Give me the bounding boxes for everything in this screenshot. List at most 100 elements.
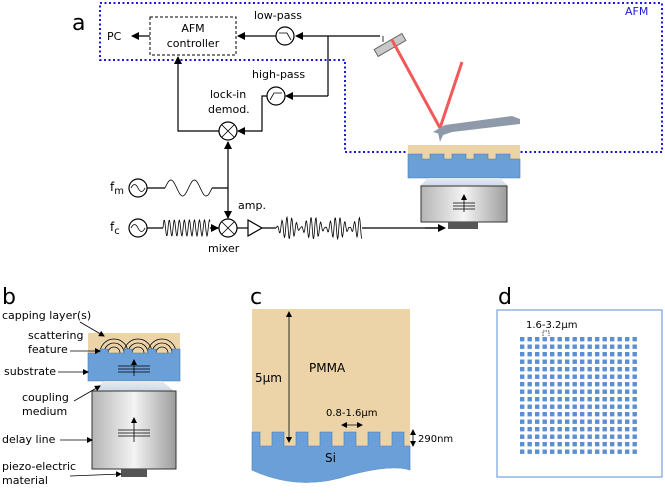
scatterer-dot <box>625 352 630 357</box>
scatterer-dot <box>527 397 532 402</box>
panel-a: a AFM AFM controller PC low-pass high-pa… <box>72 2 663 255</box>
scatterer-dot <box>602 434 607 439</box>
scatterer-dot <box>602 359 607 364</box>
scatterer-dot <box>542 352 547 357</box>
scatterer-dot <box>595 397 600 402</box>
scatterer-dot <box>602 389 607 394</box>
scatterer-dot <box>520 412 525 417</box>
scatterer-dot <box>535 337 540 342</box>
scatterer-dot <box>625 374 630 379</box>
scatterer-dot <box>565 404 570 409</box>
panel-c: c 5μm PMMA 0.8-1.6μm 290nm Si <box>250 285 453 483</box>
scatterer-dot <box>602 449 607 454</box>
high-pass-curve <box>269 92 282 101</box>
scatterer-dot <box>617 374 622 379</box>
piezo-element <box>448 222 478 229</box>
coupling-label-2: medium <box>22 405 67 418</box>
scatterer-dot <box>610 419 615 424</box>
scatterer-dot <box>520 374 525 379</box>
scatterer-dot <box>557 419 562 424</box>
scatterer-dot <box>617 412 622 417</box>
amplifier-icon <box>247 218 264 238</box>
scatterer-dot <box>550 442 555 447</box>
scatterer-dot <box>527 367 532 372</box>
cantilever <box>433 116 520 135</box>
scatterer-dot <box>535 404 540 409</box>
scatterer-dot <box>580 374 585 379</box>
scatterer-dot <box>580 337 585 342</box>
scatterer-dot <box>625 427 630 432</box>
scatterer-dot <box>542 404 547 409</box>
scatterer-dot <box>632 449 637 454</box>
scatterer-dot <box>542 397 547 402</box>
scatterer-dot <box>550 419 555 424</box>
scatterer-dot <box>617 337 622 342</box>
scatterer-dot <box>565 434 570 439</box>
scatterer-dot <box>550 344 555 349</box>
scatterer-dot <box>557 449 562 454</box>
scatterer-dot <box>625 367 630 372</box>
sample-substrate <box>407 153 521 179</box>
scatterer-dot <box>617 389 622 394</box>
scatterer-dot <box>557 412 562 417</box>
afm-controller-box <box>149 16 237 56</box>
fc-label: fc <box>110 220 120 237</box>
scatterer-dot <box>587 412 592 417</box>
scatterer-dot <box>557 367 562 372</box>
scatterer-dot <box>527 359 532 364</box>
scatterer-dot <box>617 434 622 439</box>
scatterer-dot <box>550 367 555 372</box>
scatterer-dot <box>572 344 577 349</box>
scatterer-dot <box>625 337 630 342</box>
scatterer-dot <box>527 352 532 357</box>
scatterer-dot <box>572 434 577 439</box>
scatterer-dot <box>565 442 570 447</box>
scatterer-dot <box>565 382 570 387</box>
scatterer-dot <box>527 389 532 394</box>
scatterer-dot <box>565 412 570 417</box>
scatterer-dot <box>520 344 525 349</box>
scatterer-dot <box>602 382 607 387</box>
pmma-layer <box>252 309 410 446</box>
scatterer-dot <box>617 352 622 357</box>
scattering-label-1: scattering <box>28 329 83 342</box>
scatterer-dot <box>587 344 592 349</box>
scatterer-dot <box>520 359 525 364</box>
scatterer-dot <box>602 427 607 432</box>
panel-b-letter: b <box>2 285 16 310</box>
pmma-label: PMMA <box>309 361 346 375</box>
scatterer-dot <box>625 344 630 349</box>
scatterer-dot <box>587 359 592 364</box>
scatterer-dot <box>580 382 585 387</box>
scatterer-dot <box>610 397 615 402</box>
scatterer-dot <box>550 449 555 454</box>
scatterer-dot <box>542 412 547 417</box>
scatterer-dot <box>572 412 577 417</box>
scatterer-dot <box>580 389 585 394</box>
scatterer-dot <box>557 434 562 439</box>
pitch-label: 0.8-1.6μm <box>326 408 378 419</box>
scatterer-dot <box>617 419 622 424</box>
scatterer-dot <box>542 427 547 432</box>
scatterer-dot <box>602 374 607 379</box>
scatterer-dot <box>527 382 532 387</box>
scatterer-dot <box>595 374 600 379</box>
spacing-bracket <box>542 330 550 336</box>
scatterer-dot <box>632 397 637 402</box>
scatterer-dot <box>625 382 630 387</box>
scatterer-dot <box>632 374 637 379</box>
scatterer-dot <box>580 449 585 454</box>
scatterer-dot <box>572 404 577 409</box>
scatterer-dot <box>595 434 600 439</box>
scatterer-dot <box>572 367 577 372</box>
scatterer-dot <box>602 367 607 372</box>
scatterer-dot <box>602 337 607 342</box>
scatterer-dot <box>572 419 577 424</box>
scatterer-dot <box>580 352 585 357</box>
scatterer-dot <box>535 419 540 424</box>
fc-waveform <box>162 218 211 238</box>
scatterer-dot <box>602 397 607 402</box>
scatterer-dot <box>565 359 570 364</box>
amp-label: amp. <box>238 199 266 212</box>
scatterer-dot <box>542 434 547 439</box>
